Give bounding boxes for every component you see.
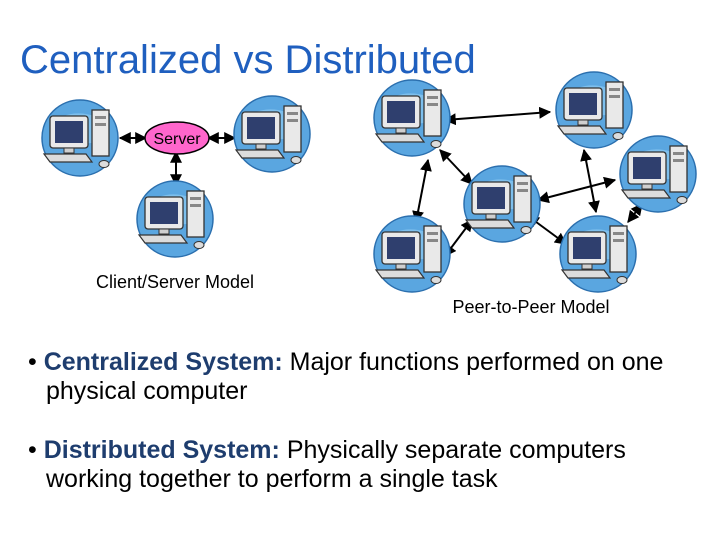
peer-to-peer-caption: Peer-to-Peer Model <box>452 297 609 317</box>
bullet-distributed: • Distributed System: Physically separat… <box>28 436 626 493</box>
computer-icon <box>41 99 119 177</box>
computer-icon <box>555 71 633 149</box>
peer-to-peer-model: Peer-to-Peer Model <box>373 71 697 317</box>
computer-icon <box>373 215 451 293</box>
bullet-text: Major functions performed on one physica… <box>46 348 664 405</box>
bullet-term: Distributed System: <box>43 436 280 464</box>
client-server-model: Server Client/Server Model <box>41 95 311 292</box>
server-node <box>144 121 210 155</box>
computer-icon <box>463 165 541 243</box>
bullet-term: Centralized System: <box>43 348 283 376</box>
computer-icon <box>619 135 697 213</box>
bullet-text: Physically separate computers working to… <box>46 436 626 493</box>
computer-icon <box>136 180 214 258</box>
client-server-caption: Client/Server Model <box>96 272 254 292</box>
bullet-list: • Centralized System: Major functions pe… <box>28 348 708 524</box>
bullet-centralized: • Centralized System: Major functions pe… <box>28 348 664 405</box>
slide-title: Centralized vs Distributed <box>20 38 476 82</box>
server-label: Server <box>153 131 201 148</box>
computer-icon <box>233 95 311 173</box>
computer-icon <box>559 215 637 293</box>
computer-icon <box>373 79 451 157</box>
network-diagram: Server Client/Server Model Peer-to-Peer … <box>41 71 697 317</box>
